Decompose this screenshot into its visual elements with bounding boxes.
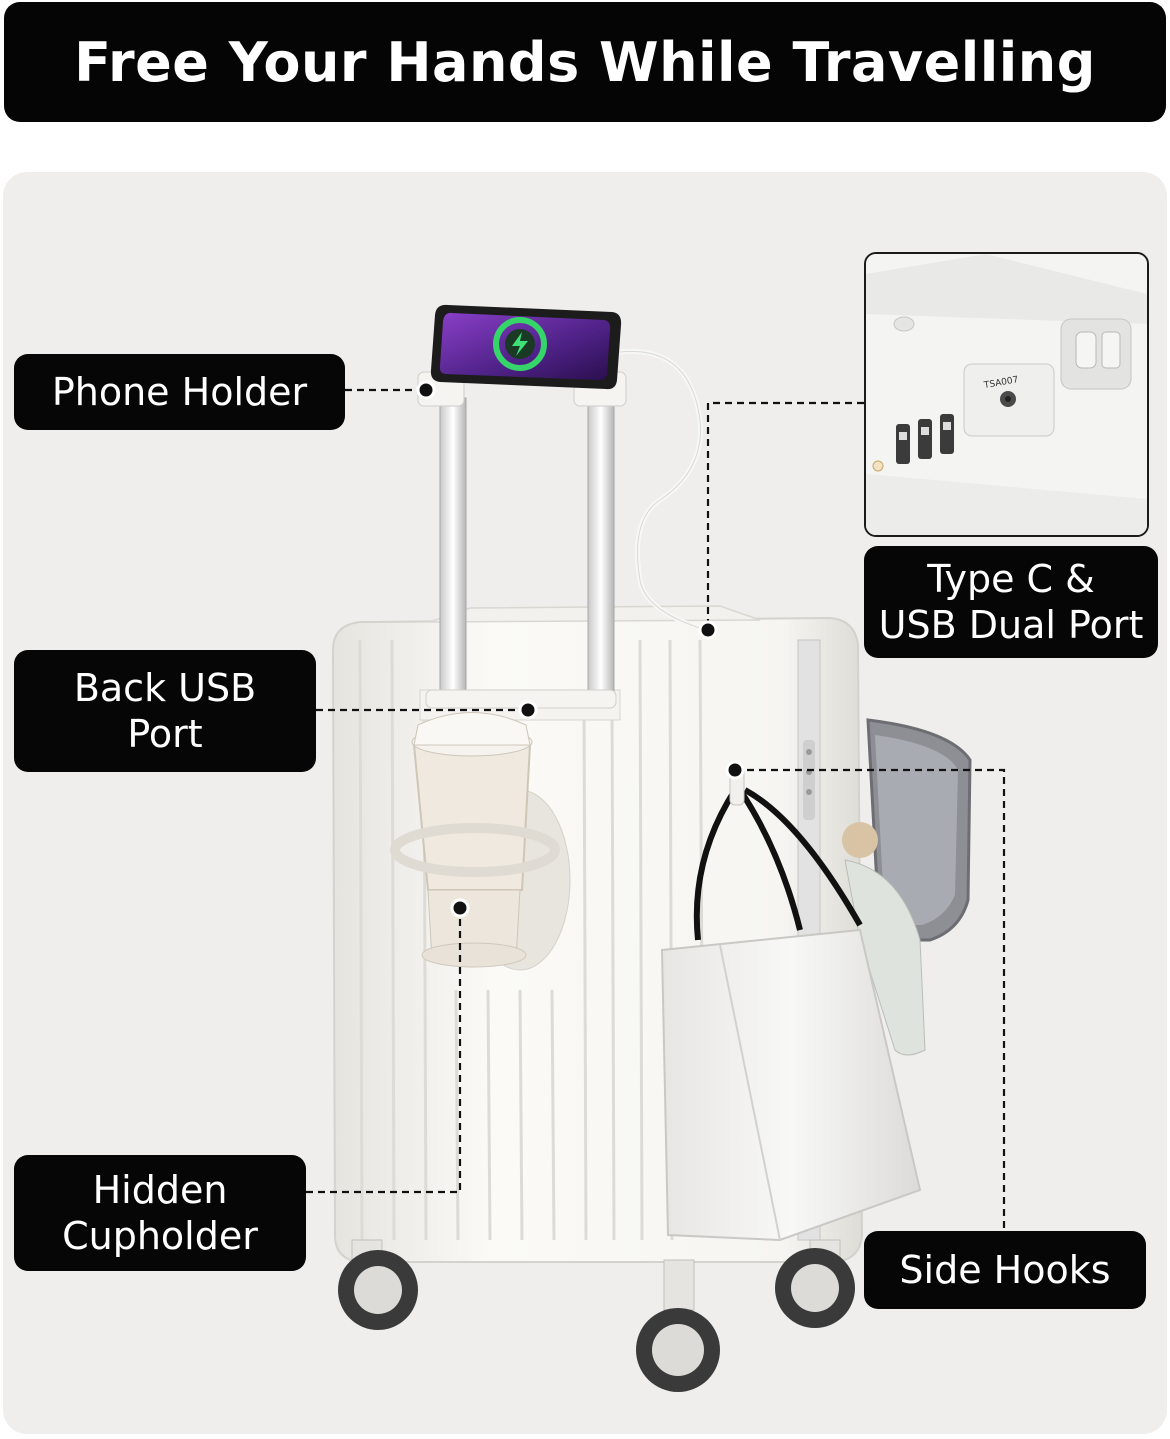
trolley-handle bbox=[425, 397, 617, 709]
back-usb-port-line-2: Port bbox=[127, 712, 203, 756]
callout-dots bbox=[416, 380, 745, 918]
hidden-cupholder-line-2: Cupholder bbox=[62, 1214, 258, 1258]
port-closeup-inset: TSA007 bbox=[864, 252, 1149, 537]
port-closeup-illustration: TSA007 bbox=[866, 254, 1147, 535]
shopping-bag bbox=[660, 764, 922, 1242]
callout-lines bbox=[306, 388, 1006, 1230]
back-usb-port-line-1: Back USB bbox=[73, 665, 257, 710]
phone-and-holder bbox=[417, 304, 703, 631]
title-banner: Free Your Hands While Travelling bbox=[4, 2, 1166, 122]
hidden-cupholder-label: Hidden Cupholder bbox=[14, 1155, 306, 1271]
type-c-usb-line-2: USB Dual Port bbox=[878, 603, 1144, 647]
wheels bbox=[338, 1239, 855, 1392]
umbrella bbox=[842, 822, 926, 1056]
phone-holder-text: Phone Holder bbox=[51, 369, 308, 414]
banner-title: Free Your Hands While Travelling bbox=[74, 30, 1096, 94]
side-pocket bbox=[866, 718, 972, 942]
phone-holder-label: Phone Holder bbox=[14, 354, 345, 430]
side-hooks-label: Side Hooks bbox=[864, 1231, 1146, 1309]
type-c-usb-label: Type C & USB Dual Port bbox=[864, 546, 1158, 658]
side-hooks-text: Side Hooks bbox=[899, 1247, 1111, 1292]
type-c-usb-line-1: Type C & bbox=[927, 556, 1095, 601]
hidden-cupholder-line-1: Hidden bbox=[92, 1167, 228, 1212]
back-usb-port-label: Back USB Port bbox=[14, 650, 316, 772]
